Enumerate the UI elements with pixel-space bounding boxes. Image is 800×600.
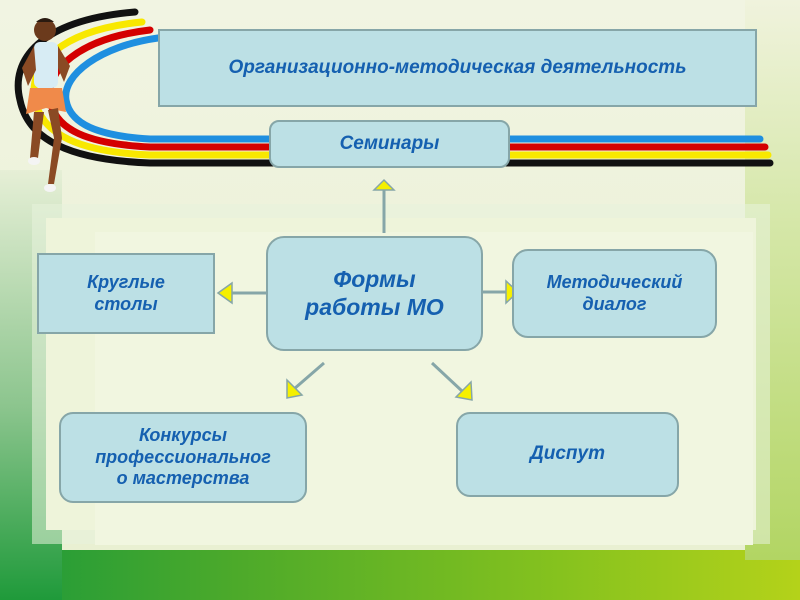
center-node-line1: Формы (333, 265, 416, 292)
ring-blue (62, 34, 764, 143)
ring-black (14, 8, 774, 167)
arrowhead-bottom-left-icon (286, 378, 304, 399)
arrowhead-top-icon (372, 178, 396, 191)
node-dispute: Диспут (456, 412, 679, 497)
arrowhead-bottom-right-icon (454, 380, 473, 401)
node-contests-line1: Конкурсы (139, 425, 227, 446)
node-contests-line2: профессиональног (95, 446, 271, 467)
node-method-dialog-line2: диалог (582, 293, 647, 314)
connector-bottom-left (293, 361, 325, 391)
node-method-dialog-line1: Методический (546, 271, 683, 292)
node-round-tables: Круглые столы (37, 253, 215, 334)
center-node-line2: работы МО (305, 293, 444, 320)
title-box: Организационно-методическая деятельность (158, 29, 757, 107)
runner-icon (22, 18, 70, 192)
title-text: Организационно-методическая деятельность (228, 56, 687, 78)
node-contests-line3: о мастерства (116, 468, 250, 489)
node-method-dialog: Методический диалог (512, 249, 717, 338)
node-contests: Конкурсы профессиональног о мастерства (59, 412, 307, 503)
connector-bottom-right (430, 361, 464, 393)
center-node: Формы работы МО (266, 236, 483, 351)
arrowhead-left-icon (216, 281, 233, 305)
node-round-tables-line2: столы (94, 293, 158, 314)
node-seminars-label: Семинары (339, 132, 440, 154)
node-dispute-label: Диспут (530, 443, 605, 465)
node-round-tables-line1: Круглые (87, 271, 165, 292)
node-seminars: Семинары (269, 120, 510, 168)
